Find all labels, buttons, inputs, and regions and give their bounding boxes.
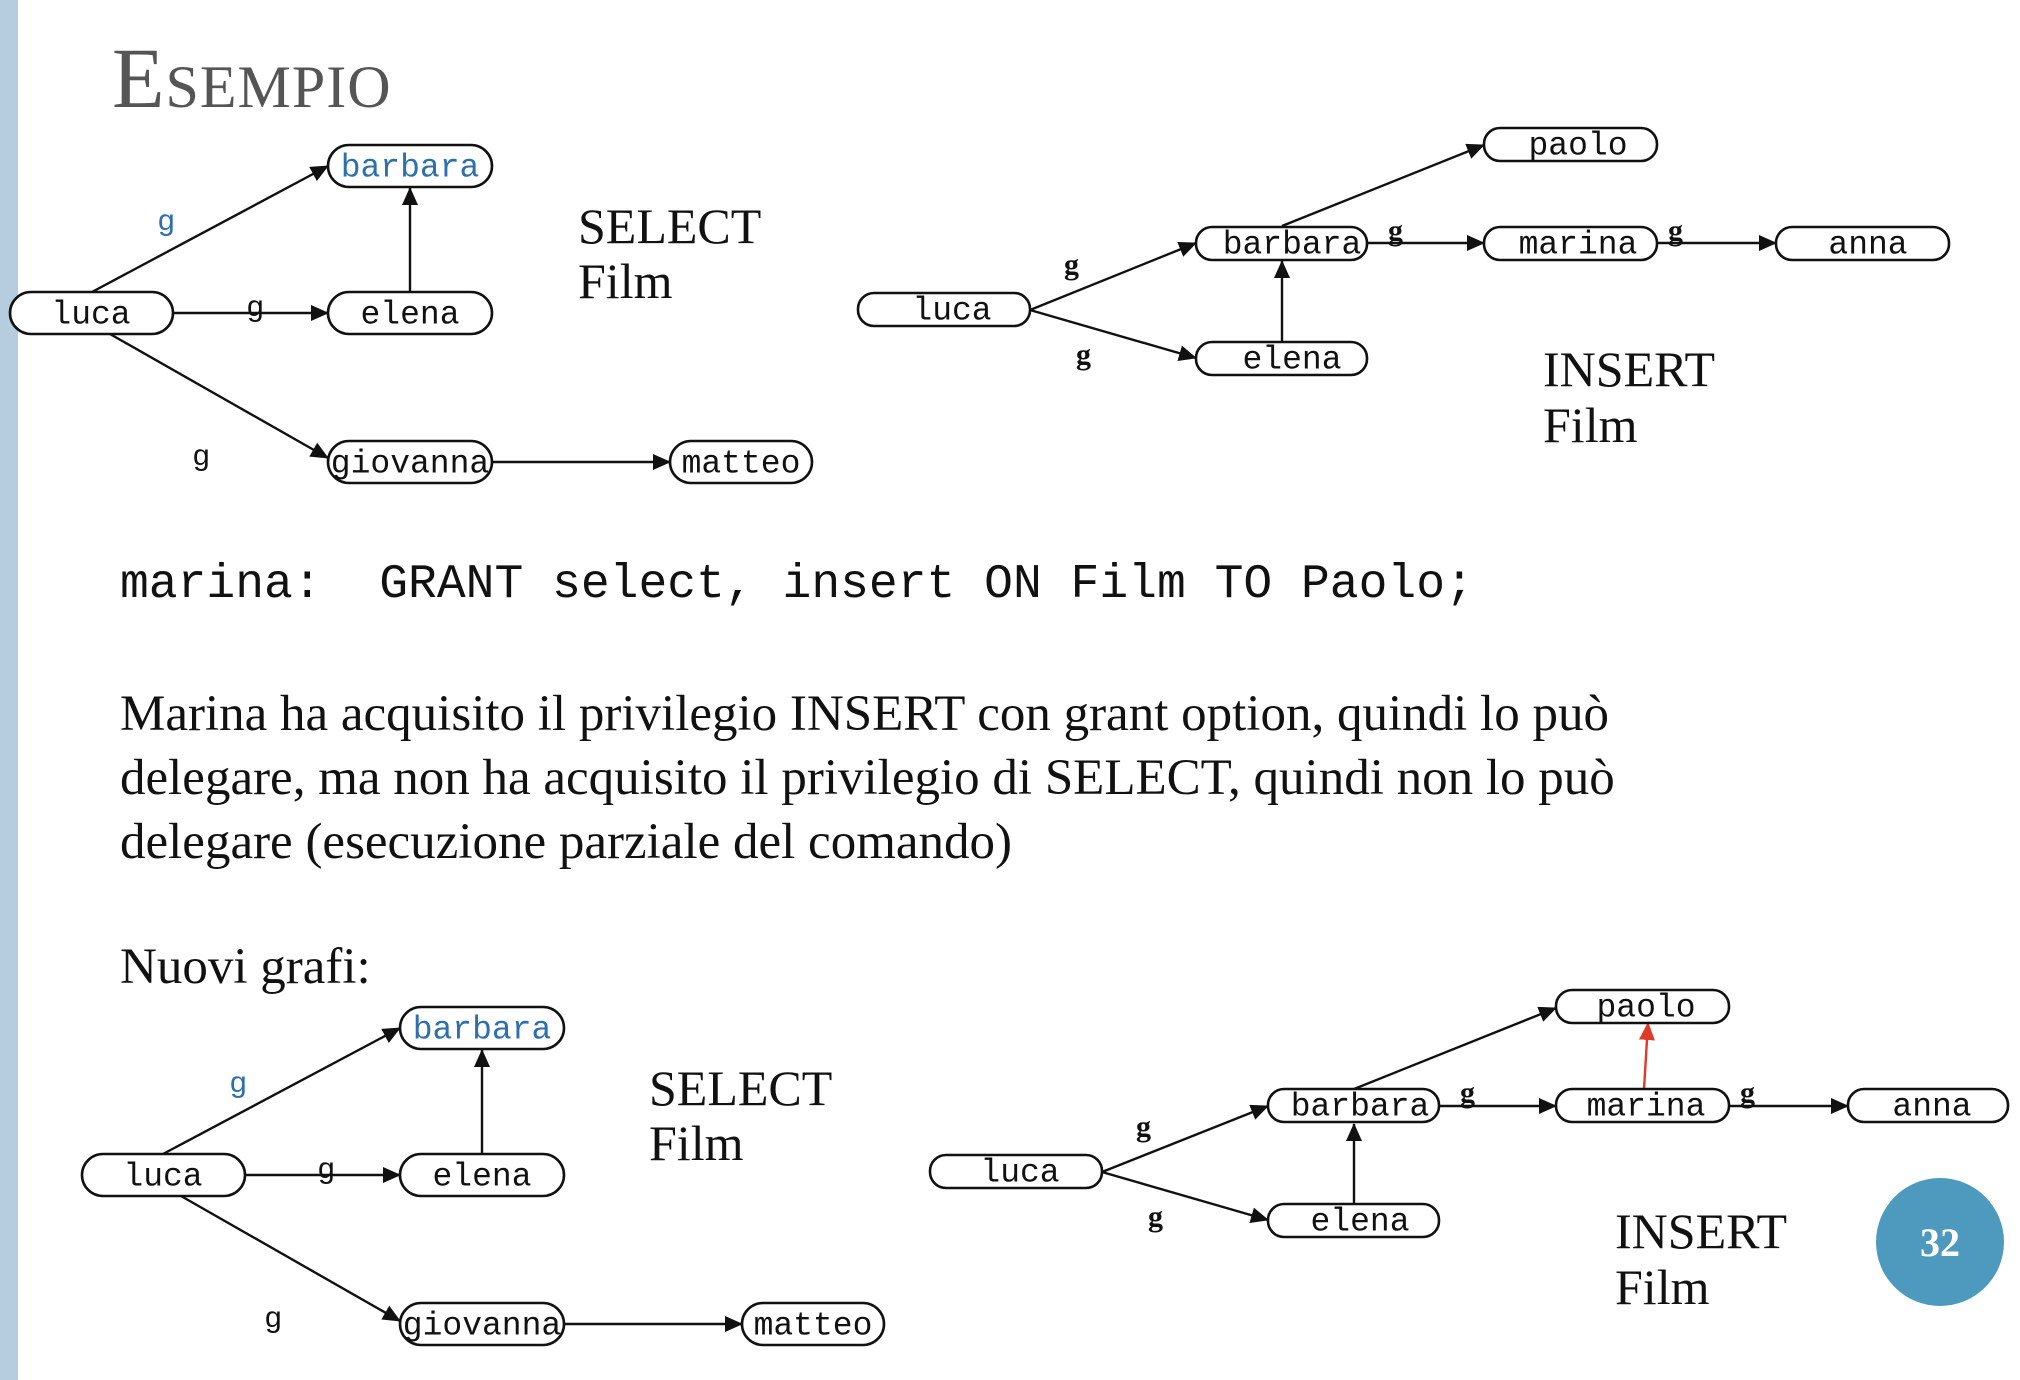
node-marina (1482, 225, 1659, 262)
node-elena (1194, 340, 1369, 377)
node-luca (928, 1153, 1104, 1190)
edge-label-marina-anna: g (1668, 214, 1683, 247)
node-anna-label: anna (1892, 1089, 1971, 1126)
edge-luca-barbara (1101, 1104, 1269, 1174)
node-giovanna (326, 439, 494, 485)
edge-luca-elena (1101, 1170, 1269, 1223)
select-graph-after: luca barbara elena giovanna matteo g g g… (80, 1005, 886, 1347)
explanation-line: Marina ha acquisito il privilegio INSERT… (120, 686, 1609, 742)
edge-luca-elena (1029, 308, 1197, 361)
select-label-line1: SELECT (578, 198, 761, 254)
node-paolo-label: paolo (1596, 990, 1695, 1027)
node-marina-label: marina (1587, 1089, 1706, 1126)
grant-command: marina: GRANT select, insert ON Film TO … (120, 558, 1474, 612)
edge-luca-barbara (162, 1026, 401, 1156)
edge-label-marina-anna: g (1740, 1076, 1755, 1109)
left-accent-bar (0, 0, 18, 1380)
node-paolo (1482, 126, 1659, 163)
edge-luca-barbara (1029, 241, 1197, 312)
edge-label-luca-barbara: g (1064, 248, 1079, 281)
edge-label-luca-elena: g (318, 1152, 335, 1185)
edge-label-luca-barbara: g (230, 1066, 247, 1099)
insert-graph-before: luca barbara elena paolo marina anna g g… (856, 126, 1951, 453)
node-elena (326, 290, 494, 336)
explanation-line: delegare, ma non ha acquisito il privile… (120, 750, 1615, 806)
node-anna (1846, 1087, 2010, 1124)
node-giovanna-label: giovanna (331, 446, 489, 483)
edge-luca-giovanna (180, 1194, 401, 1323)
select-graph-before: luca barbara elena giovanna matteo g g g… (8, 143, 814, 485)
explanation-paragraph: Marina ha acquisito il privilegio INSERT… (120, 682, 1980, 874)
node-luca (856, 291, 1032, 328)
node-marina-label: marina (1519, 227, 1638, 264)
node-barbara (326, 143, 494, 189)
node-barbara (1194, 225, 1369, 262)
new-graphs-heading: Nuovi grafi: (120, 939, 371, 995)
page-number-badge: 32 (1876, 1178, 2004, 1306)
edge-label-luca-elena: g (1148, 1200, 1163, 1233)
node-luca-label: luca (123, 1159, 202, 1196)
node-anna-label: anna (1828, 227, 1907, 264)
edge-label-luca-barbara: g (1136, 1110, 1151, 1143)
node-barbara-label: barbara (413, 1012, 552, 1049)
select-label-line2: Film (578, 253, 673, 309)
node-elena-label: elena (432, 1159, 531, 1196)
node-barbara-label: barbara (1291, 1089, 1430, 1126)
node-luca-label: luca (980, 1155, 1059, 1192)
edge-label-luca-giovanna: g (265, 1301, 282, 1334)
node-giovanna-label: giovanna (403, 1308, 561, 1345)
insert-label-line1: INSERT (1543, 341, 1715, 397)
edge-luca-giovanna (109, 332, 329, 460)
slide-title: Esempio (112, 30, 392, 126)
node-elena-label: elena (360, 297, 459, 334)
node-barbara-label: barbara (1223, 227, 1362, 264)
node-matteo (740, 1301, 886, 1347)
node-barbara-label: barbara (341, 150, 480, 187)
edge-label-luca-elena: g (1076, 338, 1091, 371)
insert-label-line1: INSERT (1615, 1203, 1787, 1259)
node-matteo (668, 439, 814, 485)
select-label-line1: SELECT (649, 1060, 832, 1116)
node-elena-label: elena (1310, 1204, 1409, 1241)
edge-barbara-paolo (1281, 143, 1485, 228)
node-barbara (398, 1005, 566, 1051)
select-label-line2: Film (649, 1115, 744, 1171)
node-luca (8, 290, 175, 336)
edge-label-luca-elena: g (247, 290, 264, 323)
node-matteo-label: matteo (754, 1308, 873, 1345)
node-paolo (1554, 988, 1731, 1025)
node-giovanna (398, 1301, 566, 1347)
node-luca-label: luca (912, 293, 991, 330)
edge-label-luca-barbara: g (158, 204, 175, 237)
node-barbara (1266, 1087, 1441, 1124)
node-elena-label: elena (1242, 342, 1341, 379)
node-elena (1266, 1202, 1441, 1239)
insert-label-line2: Film (1543, 397, 1638, 453)
edge-marina-paolo-new (1638, 1022, 1655, 1090)
insert-graph-after: luca barbara elena paolo marina anna g g… (928, 988, 2010, 1315)
edge-barbara-paolo (1353, 1006, 1557, 1091)
edge-label-barbara-marina: g (1388, 214, 1403, 247)
node-anna (1774, 225, 1951, 262)
page-number: 32 (1920, 1219, 1960, 1265)
node-matteo-label: matteo (682, 446, 801, 483)
edge-label-barbara-marina: g (1460, 1076, 1475, 1109)
node-elena (398, 1152, 566, 1198)
node-marina (1554, 1087, 1731, 1124)
node-paolo-label: paolo (1528, 128, 1627, 165)
edge-luca-barbara (91, 164, 329, 294)
insert-label-line2: Film (1615, 1259, 1710, 1315)
edge-label-luca-giovanna: g (193, 439, 210, 472)
node-luca (80, 1152, 247, 1198)
explanation-line: delegare (esecuzione parziale del comand… (120, 814, 1012, 870)
node-luca-label: luca (51, 297, 130, 334)
